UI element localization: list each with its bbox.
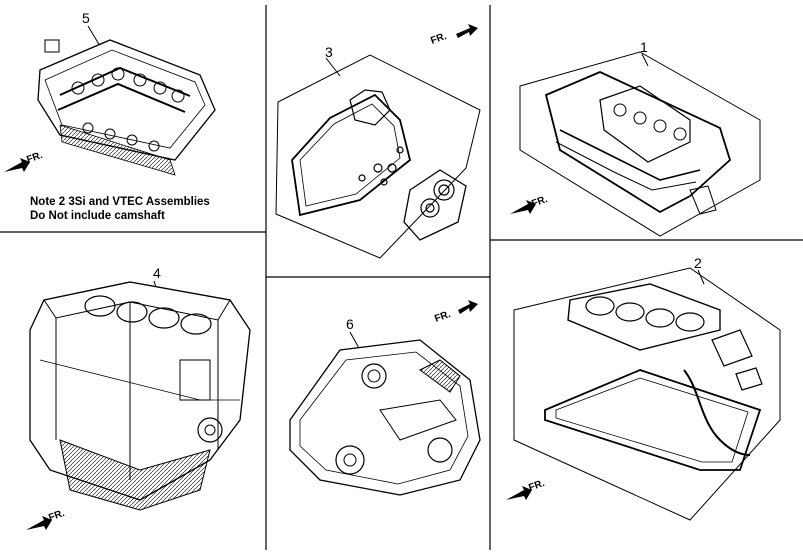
fr-arrow-4: FR. (26, 508, 66, 530)
transmission-assembly-illustration (289, 331, 481, 496)
note-line-2: Do Not include camshaft (30, 210, 165, 222)
block-gasket-kit-illustration (513, 267, 781, 521)
svg-text:FR.: FR. (429, 31, 448, 47)
fr-arrow-2: FR. (506, 478, 546, 500)
fr-arrow-6: FR. (433, 300, 478, 325)
engine-assembly-illustration (29, 280, 251, 511)
note-line-1: Note 2 3Si and VTEC Assemblies (30, 196, 210, 208)
part-number-2: 2 (694, 255, 702, 271)
svg-text:FR.: FR. (47, 508, 66, 524)
cylinder-head-gasket-kit-illustration (519, 51, 761, 237)
svg-text:FR.: FR. (433, 309, 452, 325)
cylinder-head-assembly-illustration (37, 25, 216, 176)
fr-arrow-3: FR. (429, 24, 478, 47)
svg-text:FR.: FR. (527, 478, 546, 494)
part-number-1: 1 (640, 39, 648, 55)
panel-dividers (0, 5, 803, 550)
part-number-3: 3 (325, 44, 333, 60)
part-number-5: 5 (82, 10, 90, 26)
part-number-6: 6 (346, 316, 354, 332)
fr-arrow-5: FR. (4, 150, 44, 172)
fr-arrow-1: FR. (510, 194, 549, 214)
svg-text:FR.: FR. (25, 150, 44, 166)
part-number-4: 4 (153, 265, 161, 281)
transmission-gasket-kit-illustration (275, 54, 481, 259)
svg-text:FR.: FR. (530, 194, 549, 210)
